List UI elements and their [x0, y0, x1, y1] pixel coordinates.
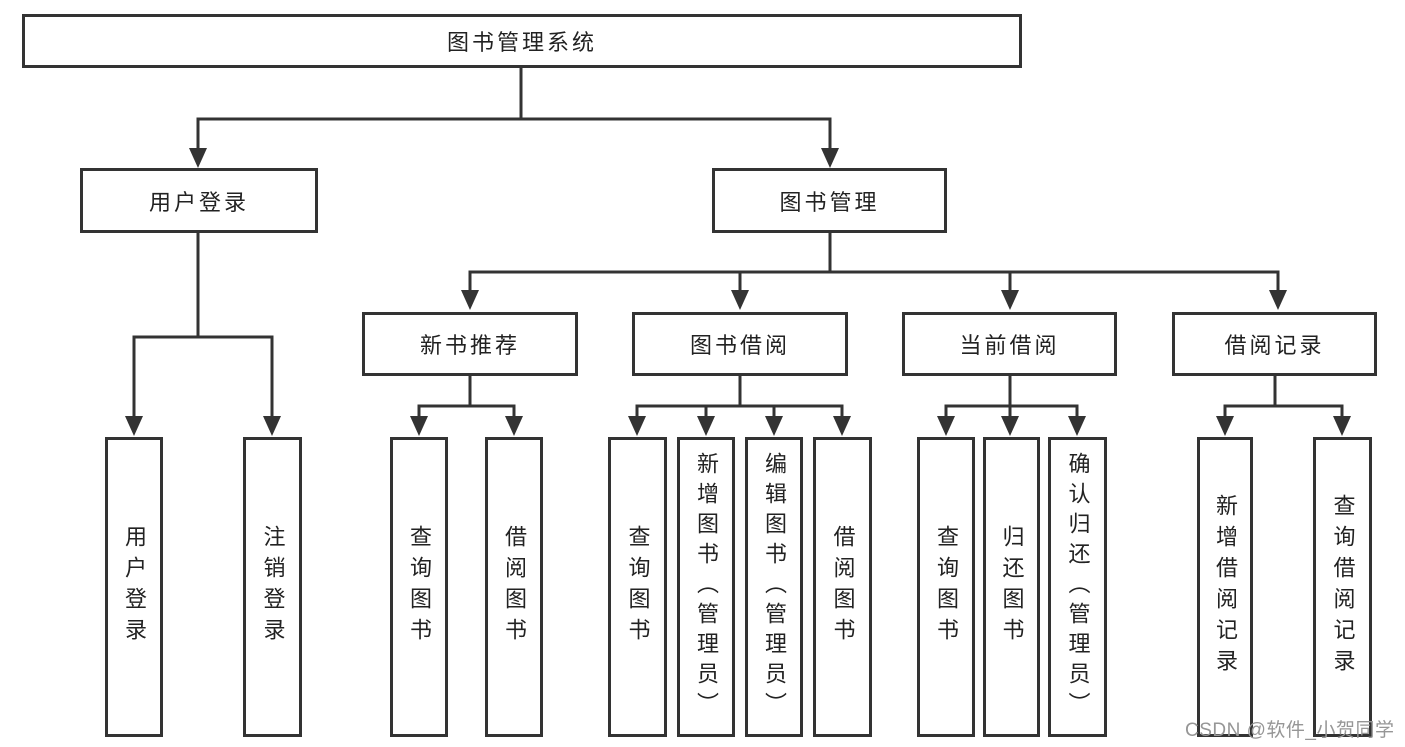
leaf-query-books-borrow: 查询图书 — [608, 437, 667, 737]
node-current-borrow: 当前借阅 — [902, 312, 1117, 376]
leaf-borrow-books-recommend: 借阅图书 — [485, 437, 543, 737]
leaf-confirm-return-admin: 确认归还（管理员） — [1048, 437, 1107, 737]
node-new-book-recommend: 新书推荐 — [362, 312, 578, 376]
node-library-system: 图书管理系统 — [22, 14, 1022, 68]
leaf-query-books-recommend: 查询图书 — [390, 437, 448, 737]
leaf-return-books: 归还图书 — [983, 437, 1040, 737]
leaf-add-borrow-record: 新增借阅记录 — [1197, 437, 1253, 737]
node-book-borrow: 图书借阅 — [632, 312, 848, 376]
leaf-edit-books-admin: 编辑图书（管理员） — [745, 437, 803, 737]
leaf-user-login: 用户登录 — [105, 437, 163, 737]
leaf-query-books-current: 查询图书 — [917, 437, 975, 737]
leaf-borrow-books: 借阅图书 — [813, 437, 872, 737]
leaf-logout-login: 注销登录 — [243, 437, 302, 737]
watermark: CSDN @软件_小贺同学 — [1185, 720, 1395, 741]
node-user-login: 用户登录 — [80, 168, 318, 233]
node-book-management: 图书管理 — [712, 168, 947, 233]
leaf-query-borrow-record: 查询借阅记录 — [1313, 437, 1372, 737]
node-borrow-records: 借阅记录 — [1172, 312, 1377, 376]
leaf-add-books-admin: 新增图书（管理员） — [677, 437, 735, 737]
